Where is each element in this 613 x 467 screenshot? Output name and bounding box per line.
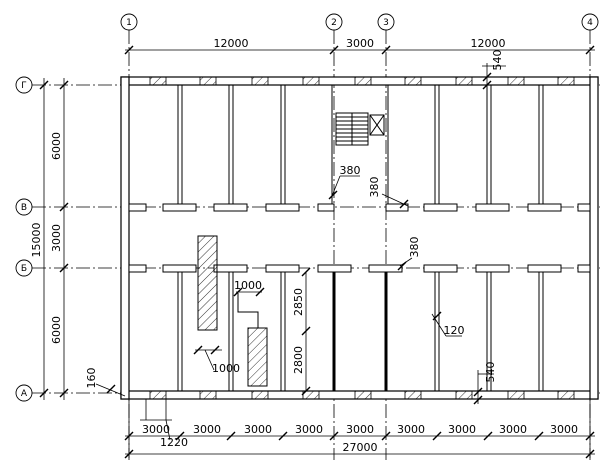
dim-bottom-1: 3000 (142, 423, 170, 436)
dim-top-1: 12000 (214, 37, 249, 50)
axis-label-b: Б (21, 264, 27, 274)
dim-wall-top-right: 540 (491, 50, 504, 71)
wall-right (589, 76, 599, 400)
dim-wall-bottom-right: 540 (484, 362, 497, 383)
dim-offset-corner: 160 (85, 368, 98, 389)
axis-bubble-1 (120, 13, 138, 31)
dim-bottom-3: 3000 (244, 423, 272, 436)
exterior-walls (120, 76, 599, 400)
dim-column-2: 380 (368, 177, 381, 198)
axis-label-a: А (21, 389, 28, 399)
axis-label-3: 3 (383, 18, 389, 28)
axis-bubble-a (15, 384, 33, 402)
axis-bubble-4 (581, 13, 599, 31)
dim-bottom-5: 3000 (346, 423, 374, 436)
axis-bubble-2 (325, 13, 343, 31)
callout-dimensions: 160 540 540 380 380 380 1000 1000 (85, 50, 506, 405)
dim-bottom-total: 27000 (343, 441, 378, 454)
axis-bubble-3 (377, 13, 395, 31)
dim-column-1: 380 (340, 164, 361, 177)
wall-left (120, 76, 130, 400)
dim-bottom-6: 3000 (397, 423, 425, 436)
axis-bubble-b (15, 259, 33, 277)
bottom-dimensions: 3000 3000 3000 3000 3000 3000 3000 3000 … (124, 393, 595, 459)
dim-column-3: 380 (408, 237, 421, 258)
dim-height-upper: 2850 (292, 288, 305, 316)
left-dimensions: 15000 6000 3000 6000 (30, 78, 69, 400)
axis-bubble-g (15, 76, 33, 94)
dim-pier-width: 1000 (212, 362, 240, 375)
dim-bottom-8: 3000 (499, 423, 527, 436)
axis-label-1: 1 (126, 18, 132, 28)
axis-bubble-v (15, 198, 33, 216)
dim-opening-width: 1000 (234, 279, 262, 292)
dim-left-1: 6000 (50, 132, 63, 160)
dim-left-2: 3000 (50, 224, 63, 252)
dim-bottom-9: 3000 (550, 423, 578, 436)
dim-bottom-4: 3000 (295, 423, 323, 436)
axis-label-4: 4 (587, 18, 593, 28)
partitions (177, 85, 544, 391)
dim-offset-bottom: 1220 (160, 436, 188, 449)
dim-top-2: 3000 (346, 37, 374, 50)
dim-partition: 120 (444, 324, 465, 337)
dim-top-3: 12000 (471, 37, 506, 50)
beams (128, 203, 591, 273)
staircase (335, 112, 385, 146)
dim-left-total: 15000 (30, 223, 43, 258)
dim-left-3: 6000 (50, 316, 63, 344)
axis-markers: 1 2 3 4 Г В Б А (15, 13, 599, 402)
hatched-blocks (197, 235, 268, 387)
dim-bottom-7: 3000 (448, 423, 476, 436)
axis-label-2: 2 (331, 18, 337, 28)
dim-bottom-2: 3000 (193, 423, 221, 436)
top-dimensions: 12000 3000 12000 (124, 37, 595, 55)
dim-height-lower: 2800 (292, 346, 305, 374)
axis-label-v: В (21, 203, 27, 213)
axis-label-g: Г (21, 81, 27, 91)
